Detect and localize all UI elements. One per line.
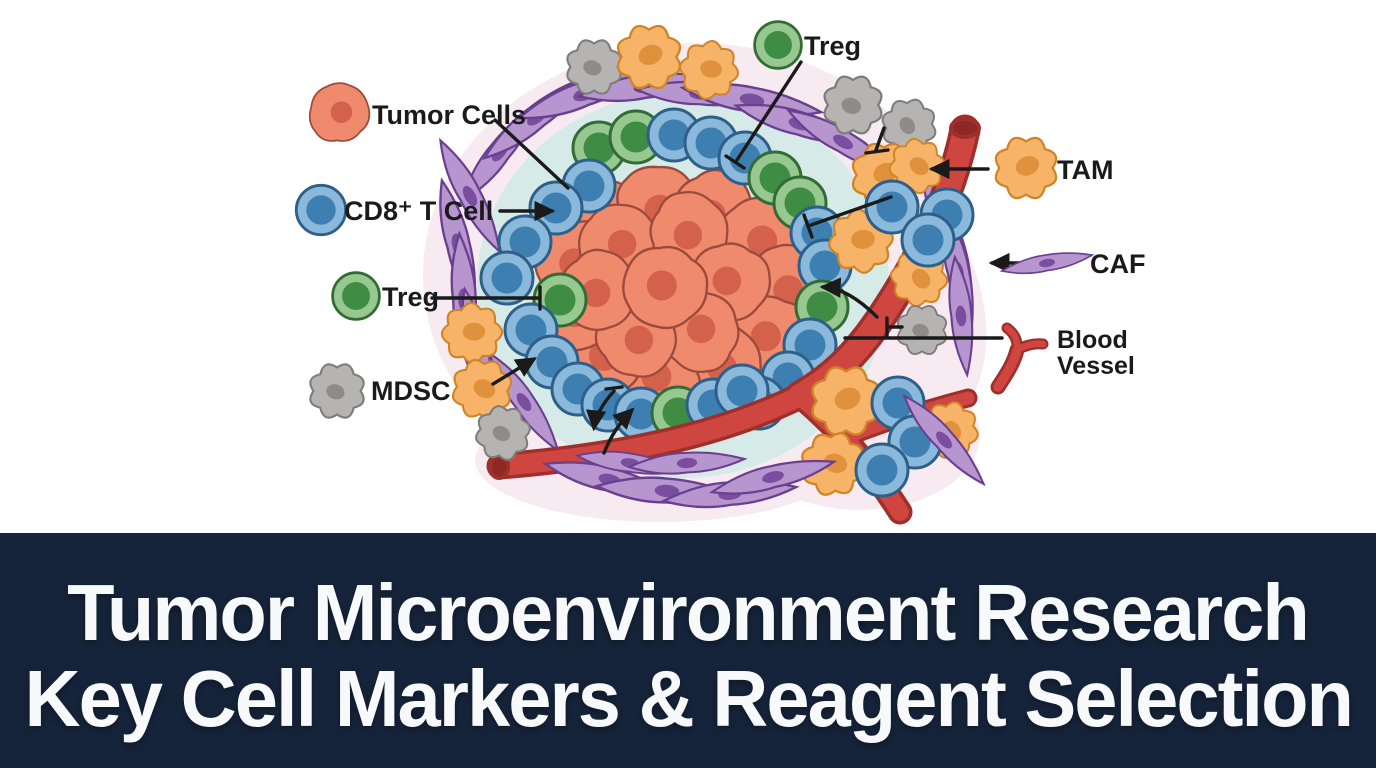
vessel-inhibit-tbar [802, 213, 814, 239]
mdsc-inhibit-line-top [874, 126, 886, 152]
treg-cell-icon [753, 20, 803, 70]
banner-title-line1: Tumor Microenvironment Research [67, 567, 1311, 657]
legend-labels: Tumor Cells CD8⁺ T Cell Treg MDSC Treg T… [344, 31, 1146, 406]
banner-title-line2: Key Cell Markers & Reagent Selection [24, 653, 1353, 743]
extravasation-arrow [819, 277, 879, 319]
legend-icons [294, 20, 1095, 419]
label-blood-vessel-line2: Vessel [1057, 352, 1135, 380]
treg-top-inhibit-tbar [724, 154, 746, 170]
cd8-cell [900, 212, 956, 268]
title-banner: Tumor Microenvironment Research Key Cell… [0, 533, 1376, 768]
label-tam: TAM [1057, 155, 1113, 185]
cd8-cell [854, 442, 910, 498]
mdsc-arrow [491, 357, 537, 386]
label-cd8-t-cell: CD8⁺ T Cell [344, 196, 493, 226]
label-mdsc: MDSC [371, 376, 451, 406]
tumor-microenvironment-illustration: Tumor Cells CD8⁺ T Cell Treg MDSC Treg T… [294, 20, 1146, 525]
bottom-curved-arrow-up [602, 407, 635, 455]
label-treg-left: Treg [382, 282, 439, 312]
label-blood-vessel-line1: Blood [1057, 326, 1128, 354]
cd8-t-cell-icon [294, 183, 348, 237]
tumor-cells-leader-line [493, 118, 570, 190]
vessel-inhibit-line [809, 195, 893, 227]
tam-cell-icon [994, 136, 1058, 200]
mdsc-cell-icon [309, 363, 365, 419]
vessel-opening-top [949, 117, 981, 139]
label-caf: CAF [1090, 249, 1146, 279]
mdsc-inhibit-tbar-top [864, 148, 890, 155]
treg-top-inhibit-line [735, 60, 803, 162]
cd8-cell [479, 250, 535, 306]
bottom-tbar [604, 385, 624, 391]
label-tumor-cells: Tumor Cells [372, 100, 526, 130]
blood-vessel-icon [990, 322, 1049, 395]
label-treg-top: Treg [804, 31, 861, 61]
bottom-curved-arrow-down [585, 389, 616, 432]
treg-cell-icon [331, 271, 381, 321]
tumor-cell-icon [308, 82, 371, 142]
